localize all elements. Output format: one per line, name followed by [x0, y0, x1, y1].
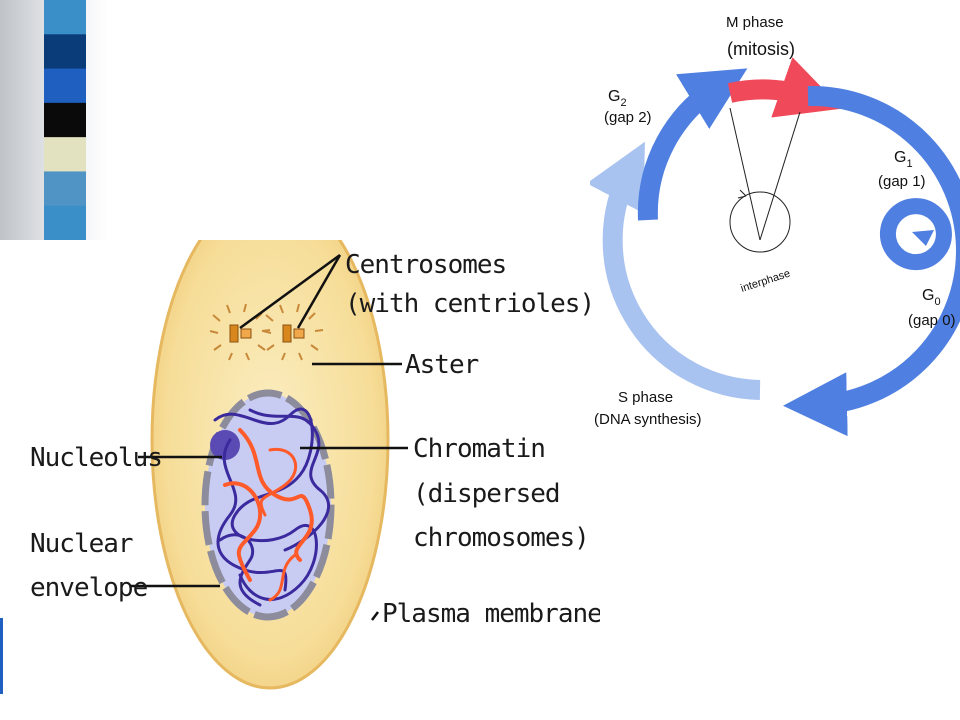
nuclear-label: Nuclear [30, 529, 133, 559]
decorative-stripe-bar [0, 0, 108, 240]
g2-arc [637, 68, 748, 221]
stripe-segment [44, 171, 86, 207]
chromatin-sub-label-1: (dispersed [413, 479, 560, 509]
chromatin-label: Chromatin [413, 434, 545, 464]
g1-label: G1 [894, 149, 913, 170]
nucleolus [210, 430, 240, 460]
g1-arc [783, 85, 960, 437]
g2-label: G2 [608, 88, 627, 109]
s-phase-label: S phase [618, 389, 673, 406]
stripe-segment [44, 0, 86, 35]
envelope-label: envelope [30, 573, 148, 603]
stripe-segment [44, 205, 86, 240]
interphase-line-right [759, 111, 801, 241]
stripe-segment [44, 34, 86, 70]
s-phase-arc [590, 141, 761, 400]
m-phase-sub-label: (mitosis) [727, 39, 795, 59]
cell-cycle-diagram: interphase M phase (mitosis) G2 (gap 2) … [590, 14, 960, 437]
centrosome-left [209, 303, 271, 361]
centrosomes-sub-label: (with centrioles) [345, 289, 594, 319]
nucleolus-label: Nucleolus [30, 443, 162, 473]
chromatin-sub-label-2: chromosomes) [413, 523, 589, 553]
interphase-circle [729, 191, 791, 253]
m-phase-label: M phase [726, 14, 784, 31]
centrosome-right [262, 303, 324, 361]
g1-sub-label: (gap 1) [878, 173, 926, 190]
interphase-arrow-icon [737, 189, 747, 199]
g0-arrow-head [912, 230, 934, 246]
interphase-line-left [729, 107, 761, 241]
leader-lines [130, 253, 408, 621]
g0-label: G0 [922, 287, 941, 308]
g0-sub-label: (gap 0) [908, 312, 956, 329]
stripe-segment [44, 137, 86, 172]
g0-loop [879, 198, 952, 271]
aster-label: Aster [405, 350, 479, 380]
g2-sub-label: (gap 2) [604, 109, 652, 126]
stripe-segments [44, 0, 86, 240]
animal-cell-diagram: Centrosomes (with centrioles) Aster Nucl… [30, 240, 600, 690]
left-accent-bar [0, 618, 3, 694]
s-phase-sub-label: (DNA synthesis) [594, 411, 702, 428]
centrosomes-label: Centrosomes [345, 250, 506, 280]
interphase-label: interphase [739, 268, 792, 295]
stripe-segment [44, 102, 86, 138]
plasma-membrane-label: Plasma membrane [382, 599, 600, 629]
chromatin [213, 407, 330, 607]
m-phase-arc [727, 57, 843, 118]
stripe-segment [44, 68, 86, 104]
